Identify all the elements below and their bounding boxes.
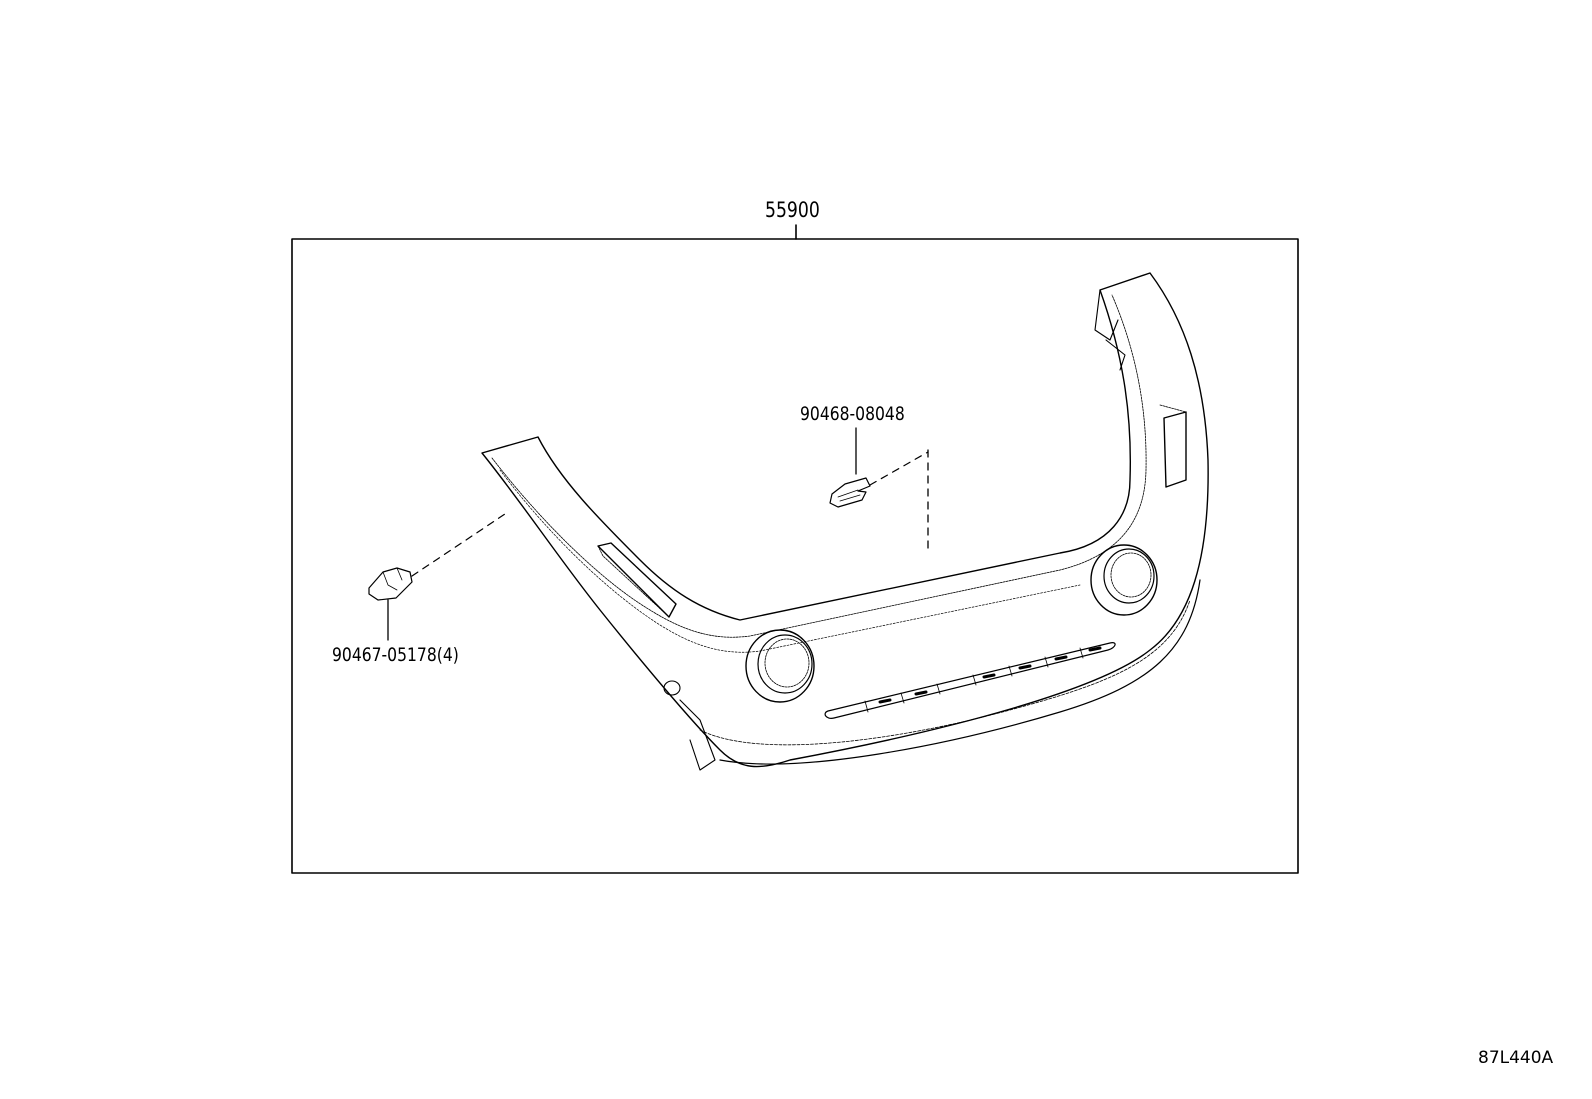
left-control-knob [745,629,815,703]
assembly-part-number-label[interactable]: 55900 [765,198,820,222]
illustration-code: 87L440A [1478,1048,1554,1068]
clip-90468-08048[interactable] [829,427,929,549]
clip-part-number-label[interactable]: 90468-08048 [800,403,905,425]
left-vent-slot [597,542,677,618]
fastener-90467-05178[interactable] [368,511,509,641]
right-vent-slot [1159,404,1187,488]
assembly-frame [291,224,1299,874]
fastener-part-number-label[interactable]: 90467-05178(4) [332,644,459,666]
mounting-tabs [663,289,1126,771]
center-panel-bezel[interactable] [481,272,1209,771]
button-strip [824,642,1116,719]
right-control-knob [1090,544,1158,616]
